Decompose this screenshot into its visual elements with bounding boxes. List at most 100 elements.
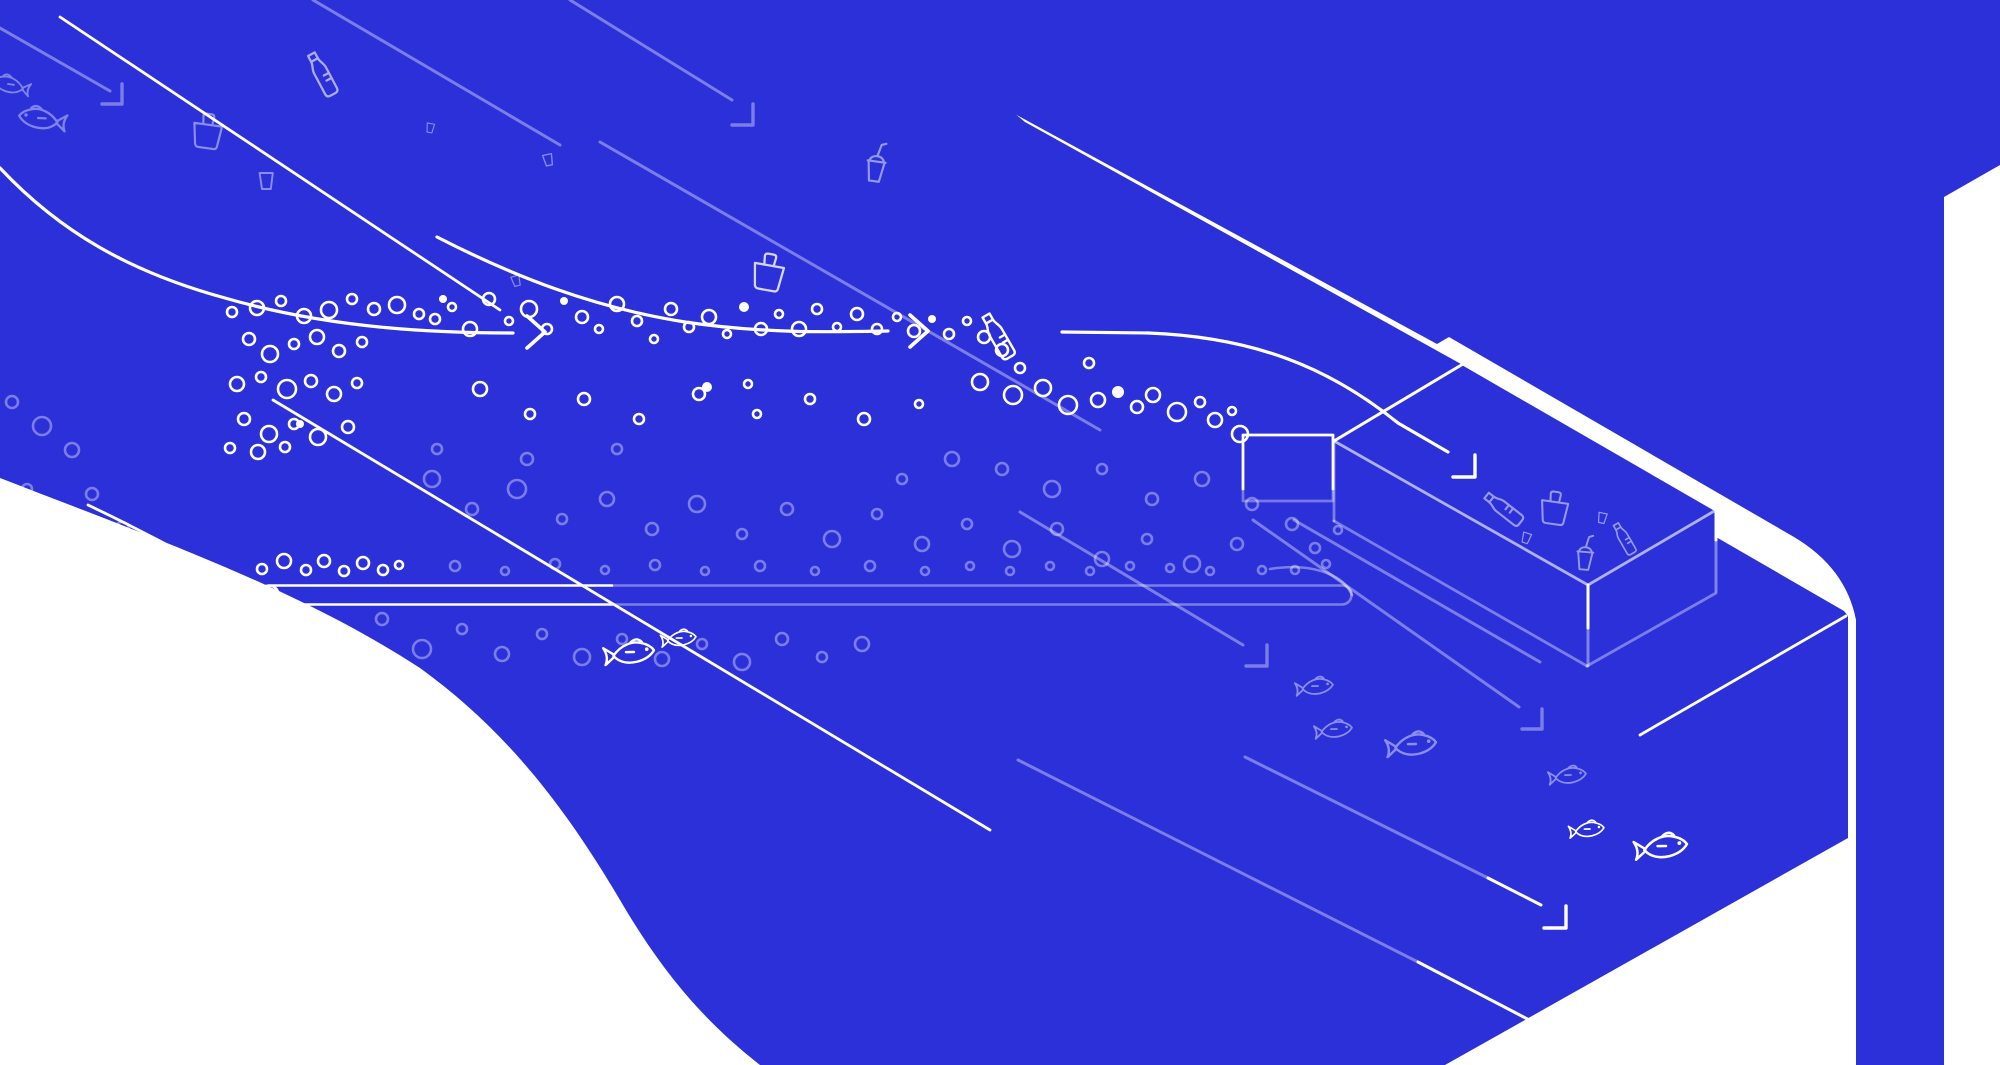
- bubble-faint: [203, 610, 221, 628]
- bubble-bright: [337, 564, 351, 578]
- bubble-bright: [274, 294, 288, 308]
- strawcup-icon: [1576, 534, 1595, 571]
- collection-bin-rim-back: [1461, 362, 1718, 512]
- fish-icon: [1546, 764, 1587, 786]
- clean-lane-bracket-corner-arrow-icon: [1520, 707, 1544, 731]
- bubble-faint: [132, 599, 152, 619]
- bubble-bright: [790, 320, 808, 338]
- boom-chain: [1268, 565, 1354, 597]
- bubble-bright: [446, 301, 458, 313]
- bubble-bright: [461, 320, 479, 338]
- bubble-bright: [1129, 399, 1145, 415]
- bubble-bright: [249, 443, 267, 461]
- bottle-icon: [1483, 491, 1525, 527]
- bubble-faint: [615, 632, 629, 646]
- bubble-bright: [376, 563, 390, 577]
- bubble-bright: [266, 592, 272, 598]
- bubble-faint: [1289, 564, 1301, 576]
- bubble-bright: [241, 331, 257, 347]
- clean-lane-line-1: [1251, 518, 1521, 709]
- bubble-bright: [574, 309, 590, 325]
- bubble-faint: [960, 517, 974, 531]
- bubble-bright: [632, 412, 646, 426]
- bubble-bright: [350, 376, 364, 390]
- interceptor-box-bottom: [1241, 487, 1335, 503]
- collection-bin-rim-front-right: [1586, 508, 1718, 587]
- bubble-faint: [1042, 479, 1062, 499]
- cup-icon: [426, 122, 436, 134]
- bubble-bright: [236, 411, 252, 427]
- bubble-faint: [499, 565, 511, 577]
- bubble-faint: [895, 472, 909, 486]
- bubble-bright: [254, 370, 268, 384]
- bubble-bright: [560, 297, 568, 305]
- bubble-faint: [943, 450, 961, 468]
- faint-flow-line-4: [311, 0, 562, 147]
- bubble-faint: [1084, 565, 1096, 577]
- bubble-faint: [822, 529, 842, 549]
- fish-icon: [17, 104, 69, 133]
- collection-bin-rim-left: [1332, 362, 1465, 443]
- bubble-bright: [691, 386, 707, 402]
- collection-bin-bottom-left: [1332, 519, 1589, 668]
- bubble-bright: [540, 322, 554, 336]
- faint-flow-line-1: [0, 26, 112, 93]
- bubble-bright: [439, 295, 447, 303]
- bubble-bright: [1082, 356, 1096, 370]
- bubble-bright: [928, 315, 936, 323]
- fish-eye: [1579, 771, 1582, 775]
- bag-icon: [1541, 490, 1570, 527]
- bubble-bright: [299, 563, 313, 577]
- bubble-faint: [1332, 524, 1344, 536]
- downstream-bank-edge: [1638, 614, 1848, 737]
- bubble-bright: [1206, 411, 1224, 429]
- bubble-faint: [572, 647, 592, 667]
- bubble-bright: [961, 315, 973, 327]
- fish-icon: [1632, 831, 1689, 862]
- bubble-faint: [687, 494, 707, 514]
- bubble-faint: [422, 469, 442, 489]
- bubble-bright: [891, 311, 903, 323]
- bottle-icon: [306, 51, 339, 98]
- bubble-faint: [1004, 565, 1016, 577]
- bubble-faint: [519, 451, 535, 467]
- bubble-bright: [255, 562, 269, 576]
- bubble-faint: [332, 629, 352, 649]
- fish-eye: [1326, 682, 1329, 686]
- bubble-faint: [1093, 550, 1111, 568]
- flow-chevron-2-icon: [908, 313, 930, 349]
- bubble-faint: [1044, 560, 1056, 572]
- bubble-bright: [810, 302, 824, 316]
- bubble-bright: [393, 559, 405, 571]
- bubble-bright: [331, 343, 347, 359]
- bubble-faint: [94, 576, 110, 592]
- bubble-faint: [455, 622, 469, 636]
- bubble-faint: [506, 478, 528, 500]
- bright-flow-line-upper-left: [58, 15, 502, 312]
- bubble-bright: [700, 308, 718, 326]
- fish-eye: [1677, 841, 1682, 845]
- bubble-bright: [319, 300, 339, 320]
- bubble-faint: [774, 631, 790, 647]
- river-surface: [0, 0, 1848, 1065]
- bubble-bright: [428, 312, 442, 326]
- bubble-bright: [316, 553, 332, 569]
- bubble-faint: [1244, 496, 1260, 512]
- fish-icon: [659, 628, 697, 649]
- bubble-faint: [1002, 539, 1022, 559]
- bubble-faint: [241, 628, 263, 650]
- bubble-faint: [1049, 521, 1065, 537]
- bubble-faint: [1229, 536, 1245, 552]
- bubble-bright: [576, 391, 592, 407]
- bubble-bright: [1057, 394, 1079, 416]
- fish-eye: [1426, 739, 1431, 744]
- bubble-bright: [682, 320, 696, 334]
- downstream-line-1-faint: [1016, 758, 1420, 964]
- fish-icon: [1312, 718, 1353, 740]
- bubble-faint: [535, 627, 549, 641]
- bubble-faint: [809, 565, 821, 577]
- bubble-faint: [610, 442, 624, 456]
- bubble-bright: [753, 321, 769, 337]
